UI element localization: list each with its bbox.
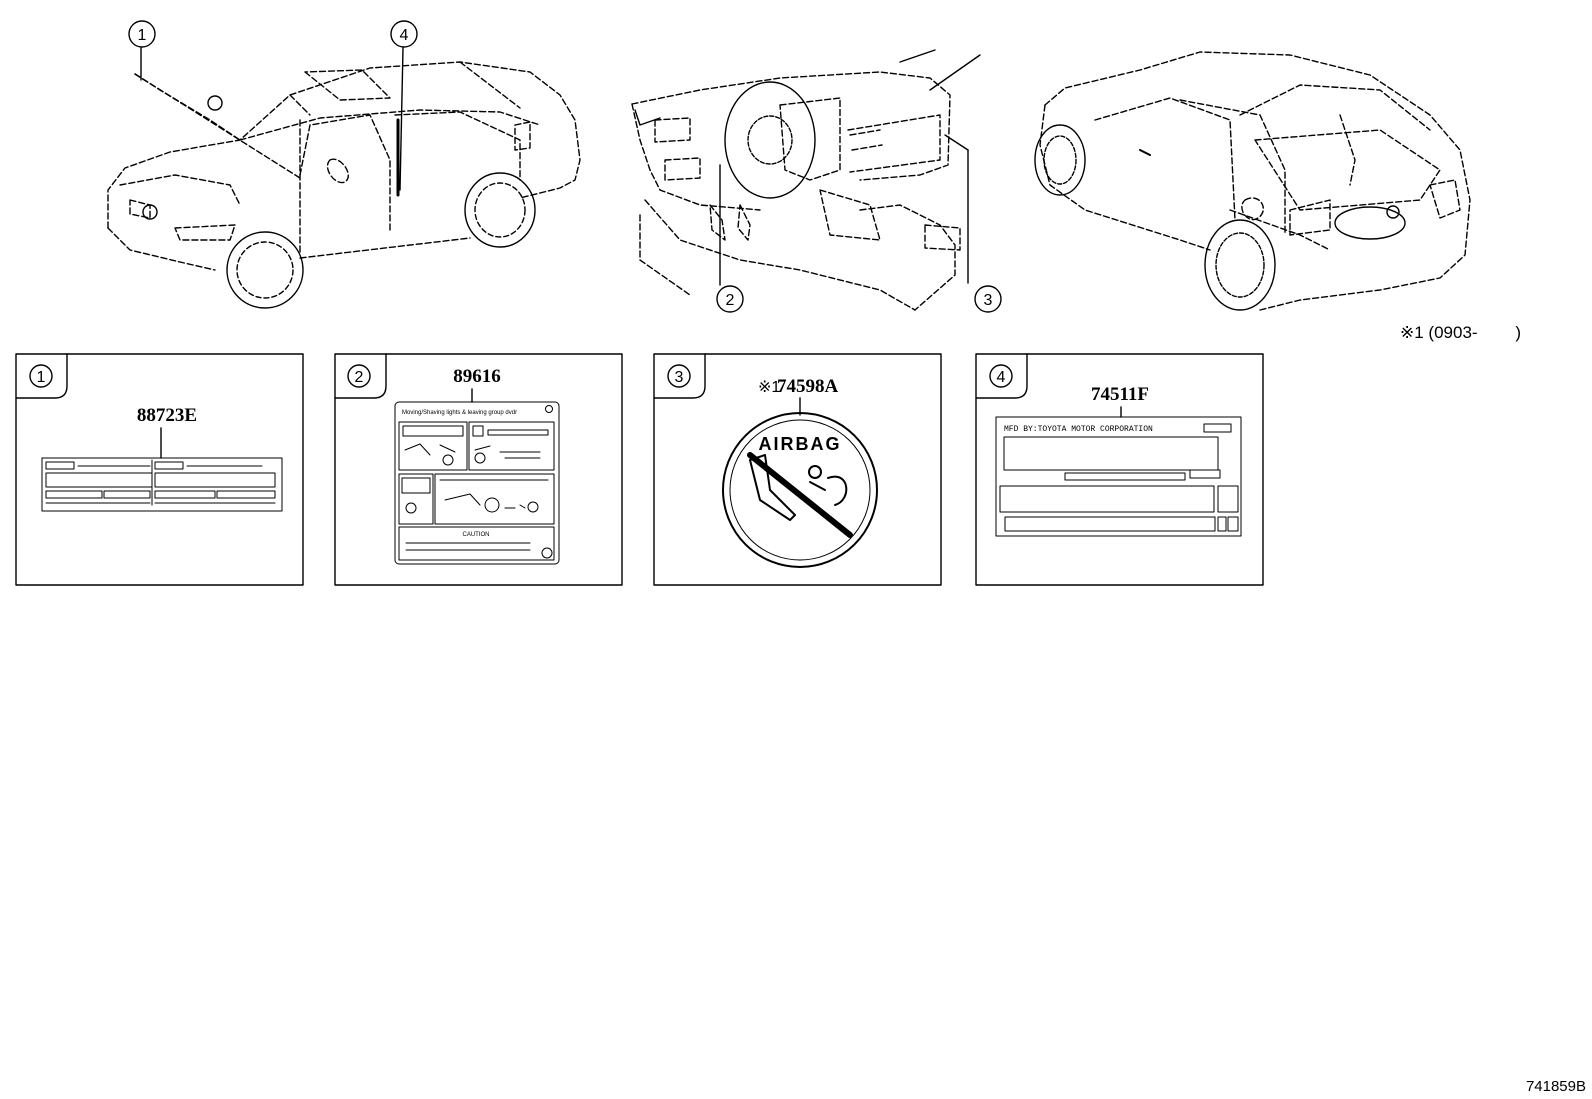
part-number-88723E: 88723E	[137, 405, 197, 426]
part-number-74511F: 74511F	[1091, 384, 1149, 405]
front-car-wheels	[142, 95, 536, 309]
sticker-88723E	[41, 457, 283, 512]
label-box-3: 3 ※1 74598A AIRBAG	[653, 353, 942, 586]
svg-text:Moving/Shaving lights & leavin: Moving/Shaving lights & leaving group dv…	[402, 410, 517, 416]
svg-text:CAUTION: CAUTION	[463, 532, 490, 538]
sticker-74511F: MFD BY:TOYOTA MOTOR CORPORATION	[995, 416, 1242, 537]
svg-text:AIRBAG: AIRBAG	[759, 434, 842, 454]
svg-text:1: 1	[37, 369, 46, 386]
callout-3-interior: 3	[974, 285, 1002, 313]
label-box-1: 1 88723E	[15, 353, 304, 586]
sticker-89616: Moving/Shaving lights & leaving group dv…	[394, 401, 560, 565]
front-car-illustration	[107, 61, 581, 271]
label-box-2: 2 89616 Moving/Shaving lights & leaving …	[334, 353, 623, 586]
callout-4-top: 4	[390, 20, 418, 48]
rear-car-wheels	[1034, 124, 1406, 311]
front-car-leaders	[140, 47, 404, 197]
rear-car-illustration	[1039, 51, 1471, 311]
part-number-74598A: 74598A	[777, 376, 839, 397]
svg-text:4: 4	[400, 27, 409, 44]
interior-steering-wheel	[634, 49, 981, 199]
interior-leaders	[719, 134, 969, 286]
svg-text:3: 3	[984, 292, 993, 309]
diagram-code: 741859B	[1525, 1078, 1586, 1095]
svg-text:MFD BY:TOYOTA MOTOR CORPORATIO: MFD BY:TOYOTA MOTOR CORPORATION	[1004, 425, 1153, 434]
svg-text:4: 4	[997, 369, 1006, 386]
sticker-airbag: AIRBAG	[722, 412, 878, 568]
callout-1-top: 1	[128, 20, 156, 48]
part-number-mark: ※1	[758, 379, 780, 396]
part-number-89616: 89616	[453, 366, 501, 387]
callout-2-interior: 2	[716, 285, 744, 313]
footnote-date-range: ※1 (0903- )	[1400, 323, 1522, 342]
svg-text:1: 1	[138, 27, 147, 44]
svg-text:3: 3	[675, 369, 684, 386]
interior-illustration	[631, 71, 961, 311]
svg-text:2: 2	[726, 292, 735, 309]
svg-text:2: 2	[355, 369, 364, 386]
label-box-4: 4 74511F MFD BY:TOYOTA MOTOR CORPORATION	[975, 353, 1264, 586]
